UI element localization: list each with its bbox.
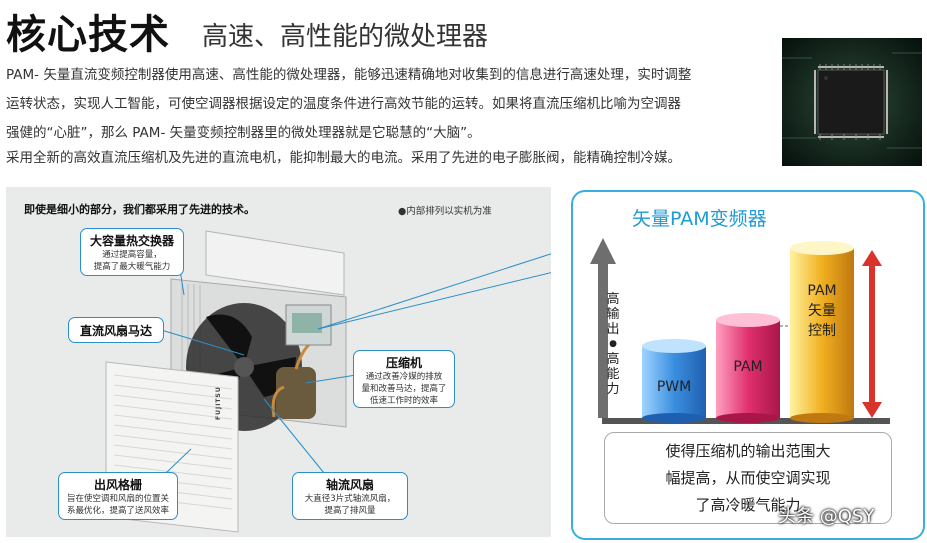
intro-line-4: 采用全新的高效直流压缩机及先进的直流电机，能抑制最大的电流。采用了先进的电子膨胀… [6,150,681,166]
callout-compressor-title: 压缩机 [385,356,422,370]
pam-title: 矢量PAM变频器 [632,208,767,230]
callout-heat-exchanger: 大容量热交换器 通过提高容量， 提高了最大暖气能力 [80,228,184,276]
callout-grille: 出风格栅 旨在使空调和风扇的位置关 系最优化，提高了送风效率 [58,472,178,520]
axis-label: 高 输 出 ● 高 能 力 [605,292,621,397]
callout-compressor-desc-1: 通过改善冷媒的排放 [365,372,443,382]
bar-pwm-label: PWM [656,379,692,395]
watermark: 头条 @QSY [778,506,875,527]
intro-line-3: 强健的“心脏”，那么 PAM- 矢量变频控制器里的微处理器就是它聪慧的“大脑”。 [6,125,481,141]
bar-pam-vector-label-2: 矢量 [808,303,836,319]
bar-pam-vector-label-3: 控制 [808,323,836,339]
callout-compressor-desc-3: 低速工作时的效率 [369,396,438,406]
axis-char: 力 [606,382,620,397]
axis-up-arrow [590,238,616,418]
callout-compressor: 压缩机 通过改善冷媒的排放 量和改善马达，提高了 低速工作时的效率 [353,350,455,408]
pam-graphic [590,238,890,424]
pam-caption-line-1: 使得压缩机的输出范围大 [665,442,831,460]
axis-char: 高 [606,352,620,367]
axis-char: ● [609,339,617,349]
pam-caption-line-3: 了高冷暖气能力 [695,496,801,514]
callout-grille-desc-1: 旨在使空调和风扇的位置关 [66,494,169,504]
microprocessor-photo [782,38,922,166]
page-title: 核心技术 [6,12,170,58]
unit-panel-header: 即使是细小的部分，我们都采用了先进的技术。 [24,203,255,216]
callout-heat-exchanger-title: 大容量热交换器 [89,234,174,248]
brand-logo: FUJITSU [215,386,222,420]
callout-fan-motor: 直流风扇马达 [68,317,164,343]
bar-pam-vector-label-1: PAM [807,283,837,299]
axis-char: 出 [606,322,620,337]
axis-char: 能 [606,367,620,382]
callout-fan-motor-title: 直流风扇马达 [79,324,152,338]
callout-axial-fan: 轴流风扇 大直径3片式轴流风扇， 提高了排风量 [292,472,408,520]
unit-panel-note: ●内部排列以实机为准 [398,206,492,217]
intro-line-1: PAM- 矢量直流变频控制器使用高速、高性能的微处理器，能够迅速精确地对收集到的… [6,67,692,83]
bar-pam-label: PAM [733,359,763,375]
bar-pam-vector [790,241,854,423]
callout-axial-fan-desc-2: 提高了排风量 [324,506,376,516]
callout-axial-fan-title: 轴流风扇 [325,478,374,492]
page-subtitle: 高速、高性能的微处理器 [202,22,489,52]
range-double-arrow [862,250,882,418]
pam-caption-line-2: 幅提高，从而使空调实现 [665,469,831,487]
bar-pwm [642,339,706,423]
callout-heat-exchanger-desc-1: 通过提高容量， [102,250,162,260]
axis-char: 高 [606,292,620,307]
pam-caption-box: 使得压缩机的输出范围大 幅提高，从而使空调实现 了高冷暖气能力 [604,432,892,524]
callout-axial-fan-desc-1: 大直径3片式轴流风扇， [304,494,396,504]
callout-grille-desc-2: 系最优化，提高了送风效率 [66,506,169,516]
intro-line-2: 运转状态，实现人工智能，可使空调器根据设定的温度条件进行高效节能的运转。如果将直… [6,96,681,112]
callout-heat-exchanger-desc-2: 提高了最大暖气能力 [93,262,171,272]
callout-grille-title: 出风格栅 [93,478,142,492]
axis-char: 输 [606,307,620,322]
bar-pam-vector-label: PAM 矢量 控制 [790,281,854,341]
bar-pam [716,313,780,423]
callout-compressor-desc-2: 量和改善马达，提高了 [361,384,447,394]
